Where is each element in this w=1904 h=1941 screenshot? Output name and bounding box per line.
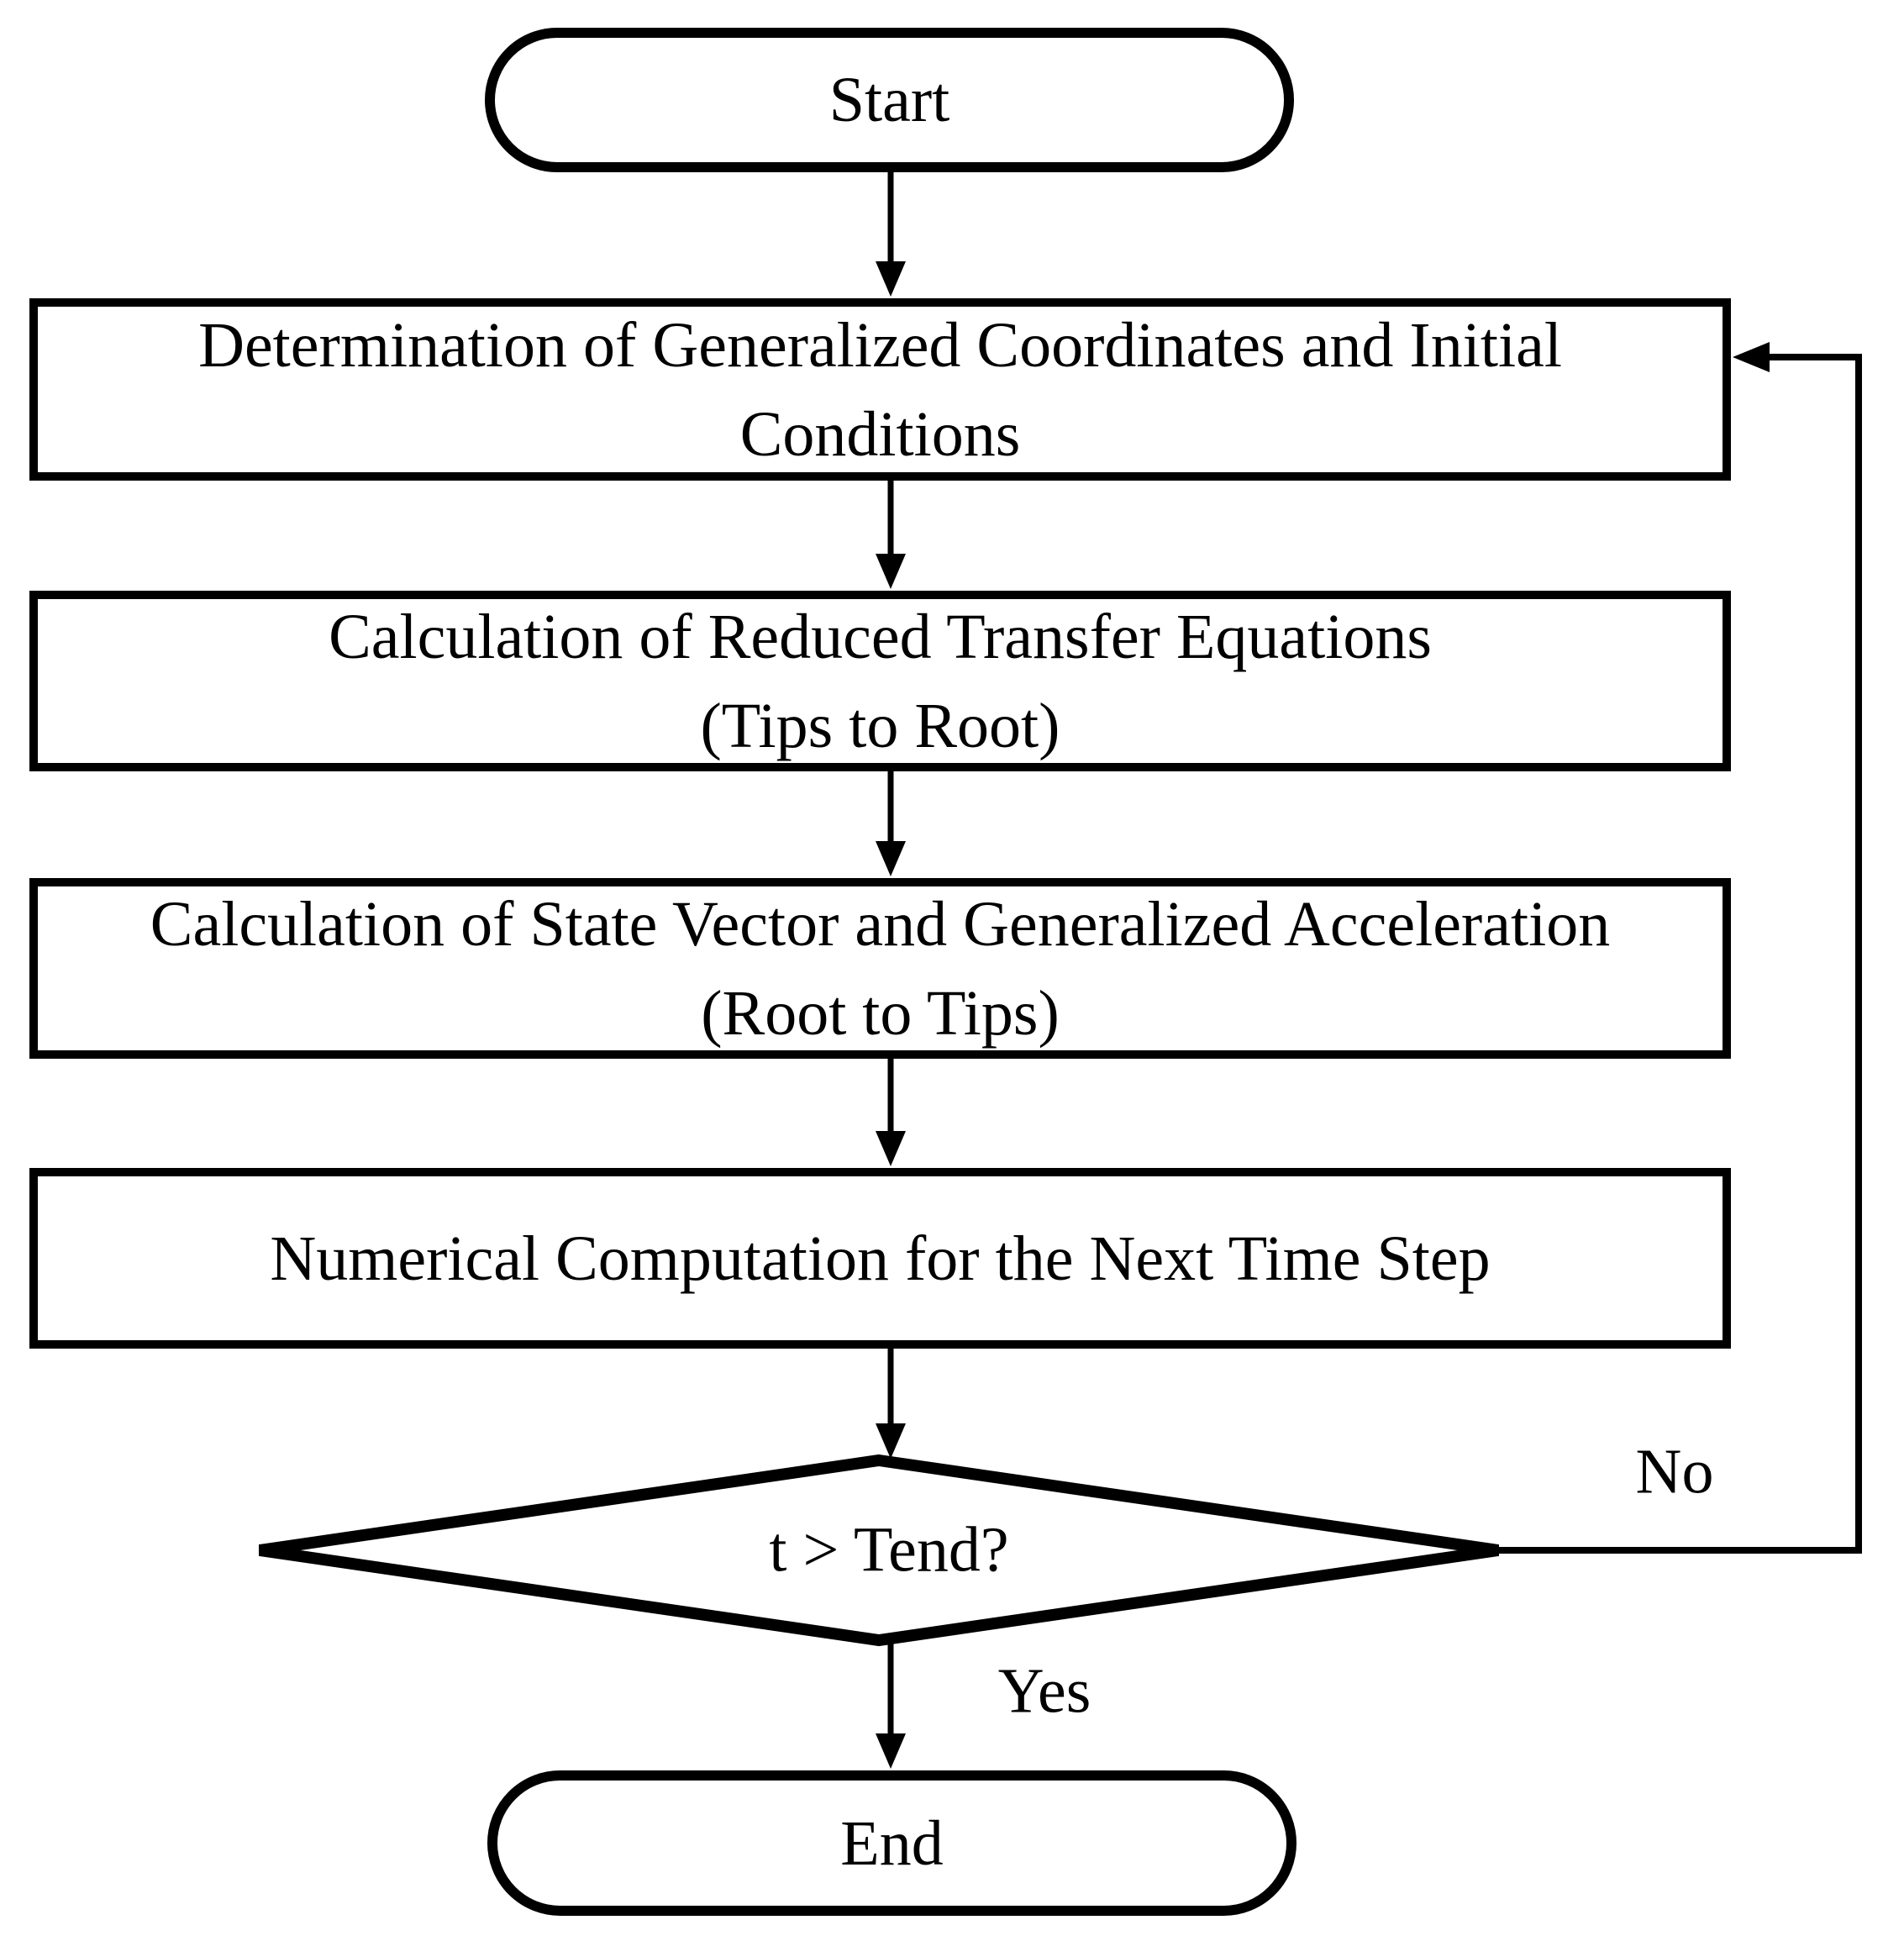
arrowhead-step2-step3: [876, 841, 906, 876]
decision-diamond-shape: [258, 1454, 1500, 1647]
node-step2: Calculation of Reduced Transfer Equation…: [29, 591, 1731, 771]
arrowhead-decision-end: [876, 1733, 906, 1769]
node-step4-label-line1: Numerical Computation for the Next Time …: [270, 1223, 1491, 1294]
node-start-label: Start: [828, 65, 950, 135]
node-step1-label-line2: Conditions: [739, 398, 1021, 470]
node-step1-label-line1: Determination of Generalized Coordinates…: [198, 309, 1562, 381]
node-step3: Calculation of State Vector and Generali…: [29, 878, 1731, 1059]
node-start: Start: [485, 28, 1294, 172]
edge-label-no: No: [1635, 1436, 1714, 1507]
node-decision-label: t > Tend?: [769, 1514, 1009, 1586]
arrowhead-start-step1: [876, 261, 906, 297]
arrowhead-step4-decision: [876, 1423, 906, 1459]
node-step3-label-line2: (Root to Tips): [701, 977, 1060, 1049]
arrowhead-feedback-step1: [1733, 342, 1770, 372]
node-step1: Determination of Generalized Coordinates…: [29, 298, 1731, 481]
arrowhead-step1-step2: [876, 554, 906, 589]
node-step2-label-line1: Calculation of Reduced Transfer Equation…: [329, 601, 1432, 672]
node-step2-label-line2: (Tips to Root): [700, 690, 1060, 761]
edge-label-yes: Yes: [997, 1655, 1091, 1727]
edge-decision-step1-feedback: [1498, 354, 1862, 1554]
arrowhead-step3-step4: [876, 1131, 906, 1166]
node-step3-label-line1: Calculation of State Vector and Generali…: [150, 888, 1611, 960]
node-end: End: [487, 1770, 1297, 1916]
node-step4: Numerical Computation for the Next Time …: [29, 1168, 1731, 1349]
node-end-label: End: [840, 1807, 944, 1879]
